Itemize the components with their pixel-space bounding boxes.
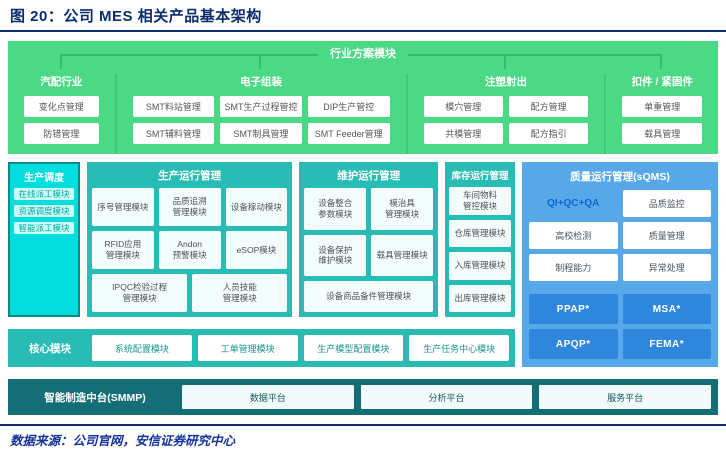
module-box: 入库管理模块 [449, 252, 511, 280]
module-box: 品质监控 [622, 190, 711, 217]
middle-section: 生产调度 在线派工模块 资源调度模块 智能派工模块 生产运行管理 序号管理模块 … [8, 162, 718, 367]
category-label: 注塑射出 [484, 76, 527, 88]
module-box: 出库管理模块 [449, 284, 511, 312]
block-title: 质量运行管理(sQMS) [570, 171, 670, 183]
connector-tick [60, 54, 63, 69]
module-box: 配方指引 [508, 123, 589, 144]
category-injection-molding: 注塑射出 模穴管理 配方管理 共模管理 配方指引 [405, 74, 605, 154]
module-box: 品质追溯 管理模块 [158, 188, 221, 226]
program-box: PPAP* [529, 294, 618, 324]
module-box: 设备整合 参数模块 [304, 188, 367, 230]
category-label: 电子组装 [240, 76, 283, 88]
module-box: SMT料站管理 [132, 96, 215, 117]
module-box: 配方管理 [508, 96, 589, 117]
category-modules: 模穴管理 配方管理 共模管理 配方指引 [418, 96, 595, 144]
module-box: 系统配置模块 [92, 335, 192, 361]
module-box: SMT辅料管理 [132, 123, 215, 144]
category-modules: 单重管理 载具管理 [616, 96, 708, 144]
module-box: SMT制具管理 [220, 123, 302, 144]
core-modules-row: 核心模块 系统配置模块 工单管理模块 生产模型配置模块 生产任务中心模块 [8, 329, 515, 367]
smart-manufacturing-platform-row: 智能制造中台(SMMP) 数据平台 分析平台 服务平台 [8, 379, 718, 415]
module-box: Andon 预警模块 [158, 231, 221, 269]
module-box: 变化点管理 [24, 96, 99, 117]
module-box: 设备商品备件管理模块 [304, 281, 433, 312]
module-box: 制程能力 [529, 254, 618, 281]
category-label: 汽配行业 [40, 76, 83, 88]
connector-tick [504, 54, 506, 69]
block-title: 库存运行管理 [451, 171, 509, 182]
connector-tick [259, 54, 262, 69]
module-box: 服务平台 [539, 385, 712, 409]
module-box: 智能派工模块 [14, 222, 74, 234]
module-box: 仓库管理模块 [449, 219, 511, 247]
inventory-operation-block: 库存运行管理 车间物料 管控模块 仓库管理模块 入库管理模块 出库管理模块 [445, 162, 515, 317]
quality-management-block: 质量运行管理(sQMS) QI+QC+QA 品质监控 高校检测 质量管理 制程能… [522, 162, 718, 367]
operation-blocks-row: 生产调度 在线派工模块 资源调度模块 智能派工模块 生产运行管理 序号管理模块 … [8, 162, 515, 317]
category-autoparts: 汽配行业 变化点管理 防错管理 [8, 74, 115, 154]
maintenance-operation-block: 维护运行管理 设备整合 参数模块 模治具 管理模块 设备保护 维护模块 载具管理… [299, 162, 438, 317]
quality-highlight-label: QI+QC+QA [547, 198, 600, 209]
inventory-modules: 车间物料 管控模块 仓库管理模块 入库管理模块 出库管理模块 [445, 187, 515, 317]
module-box: 分析平台 [360, 385, 533, 409]
block-title: 维护运行管理 [337, 170, 401, 182]
module-box: 共模管理 [423, 123, 503, 144]
quality-programs: PPAP* MSA* APQP* FEMA* [529, 294, 711, 359]
figure-title-bar: 图 20：公司 MES 相关产品基本架构 [0, 0, 726, 30]
category-label: 扣件 / 紧固件 [631, 76, 693, 88]
scheduling-modules: 在线派工模块 资源调度模块 智能派工模块 [10, 188, 78, 239]
module-box: eSOP模块 [225, 231, 288, 269]
module-box: 在线派工模块 [14, 188, 74, 200]
module-box: 质量管理 [622, 222, 711, 249]
category-modules: 变化点管理 防错管理 [18, 96, 105, 144]
program-box: APQP* [529, 329, 618, 359]
connector-tick [660, 54, 663, 69]
module-box: SMT Feeder管理 [307, 123, 390, 144]
core-modules-label: 核心模块 [29, 342, 71, 355]
module-box: 设备保护 维护模块 [304, 234, 367, 277]
mes-architecture-diagram: 行业方案模块 汽配行业 变化点管理 防错管理 电子组装 SMT料站管理 SMT生… [0, 41, 726, 415]
module-box: DIP生产管控 [307, 96, 390, 117]
module-box: 防错管理 [24, 123, 99, 144]
industry-solutions-block: 行业方案模块 汽配行业 变化点管理 防错管理 电子组装 SMT料站管理 SMT生… [8, 41, 718, 154]
module-box: 生产模型配置模块 [303, 335, 404, 361]
module-box: 高校检测 [529, 222, 618, 249]
module-box: 工单管理模块 [197, 335, 298, 361]
block-title: 生产运行管理 [158, 170, 222, 182]
module-box: 载具管理 [622, 123, 702, 144]
production-scheduling-block: 生产调度 在线派工模块 资源调度模块 智能派工模块 [8, 162, 80, 317]
category-modules: SMT料站管理 SMT生产过程管控 DIP生产管控 SMT辅料管理 SMT制具管… [127, 96, 396, 144]
module-box: 数据平台 [182, 385, 354, 409]
module-box: 异常处理 [622, 254, 711, 281]
module-box: 单重管理 [622, 96, 702, 117]
industry-categories: 汽配行业 变化点管理 防错管理 电子组装 SMT料站管理 SMT生产过程管控 D… [8, 74, 718, 154]
module-box: 模治具 管理模块 [371, 188, 433, 230]
program-box: MSA* [622, 294, 711, 324]
category-electronics-assembly: 电子组装 SMT料站管理 SMT生产过程管控 DIP生产管控 SMT辅料管理 S… [114, 74, 406, 154]
quality-modules: QI+QC+QA 品质监控 高校检测 质量管理 制程能力 异常处理 [529, 190, 711, 281]
production-modules: 序号管理模块 品质追溯 管理模块 设备稼动模块 RFID应用 管理模块 Ando… [87, 188, 292, 317]
block-title: 生产调度 [24, 173, 64, 184]
module-box: 车间物料 管控模块 [449, 187, 511, 215]
production-operation-block: 生产运行管理 序号管理模块 品质追溯 管理模块 设备稼动模块 RFID应用 管理… [87, 162, 293, 317]
module-box: 资源调度模块 [14, 205, 74, 217]
middle-left-column: 生产调度 在线派工模块 资源调度模块 智能派工模块 生产运行管理 序号管理模块 … [8, 162, 515, 367]
module-box: 模穴管理 [423, 96, 503, 117]
module-box: SMT生产过程管控 [220, 96, 302, 117]
module-box: IPQC检验过程 管理模块 [92, 274, 188, 312]
module-box: 载具管理模块 [371, 234, 433, 277]
footer-divider-line [0, 424, 726, 426]
module-box: 生产任务中心模块 [409, 335, 509, 361]
figure-title: 图 20：公司 MES 相关产品基本架构 [10, 8, 262, 25]
program-box: FEMA* [622, 329, 711, 359]
data-source-note: 数据来源：公司官网，安信证券研究中心 [10, 433, 236, 448]
title-divider-line [0, 30, 726, 32]
module-box: RFID应用 管理模块 [92, 231, 154, 269]
category-fasteners: 扣件 / 紧固件 单重管理 载具管理 [604, 74, 718, 154]
platform-label: 智能制造中台(SMMP) [44, 391, 146, 404]
module-box: 设备稼动模块 [225, 188, 288, 226]
maintenance-modules: 设备整合 参数模块 模治具 管理模块 设备保护 维护模块 载具管理模块 设备商品… [299, 188, 438, 317]
industry-block-title: 行业方案模块 [318, 47, 408, 61]
module-box: 人员技能 管理模块 [192, 274, 288, 312]
module-box: 序号管理模块 [92, 188, 154, 226]
